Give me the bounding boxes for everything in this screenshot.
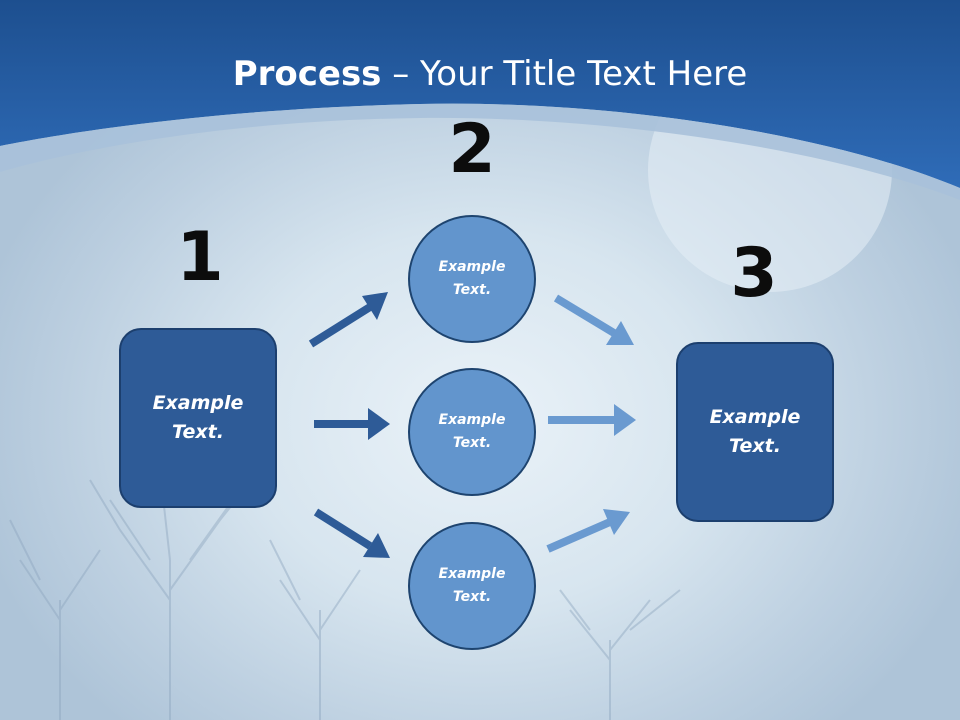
circle-top-text: Example Text. — [438, 259, 506, 298]
title-bold: Process — [232, 54, 382, 94]
slide-title: Process – Your Title Text Here — [0, 52, 960, 96]
step-number-2: 2 — [448, 110, 496, 189]
circle-middle-text: Example Text. — [438, 412, 506, 451]
circle-bottom-text: Example Text. — [438, 566, 506, 605]
title-rest: – Your Title Text Here — [381, 54, 748, 94]
header-band — [0, 0, 960, 188]
header-swoosh — [0, 103, 960, 200]
arrow-start-to-middle — [314, 408, 390, 440]
arrow-middle-to-end — [548, 404, 636, 436]
circle-bottom: Example Text. — [408, 522, 536, 650]
step-number-1: 1 — [176, 218, 224, 297]
circle-middle: Example Text. — [408, 368, 536, 496]
arrow-bottom-to-end — [546, 509, 630, 553]
step-number-3: 3 — [730, 234, 778, 313]
start-box-text: Example Text. — [152, 392, 244, 443]
end-box: Example Text. — [676, 342, 834, 522]
arrow-start-to-bottom — [313, 508, 390, 558]
arrow-top-to-end — [553, 294, 634, 345]
start-box: Example Text. — [119, 328, 277, 508]
end-box-text: Example Text. — [709, 406, 801, 457]
arrow-start-to-top — [308, 292, 388, 348]
circle-top: Example Text. — [408, 215, 536, 343]
